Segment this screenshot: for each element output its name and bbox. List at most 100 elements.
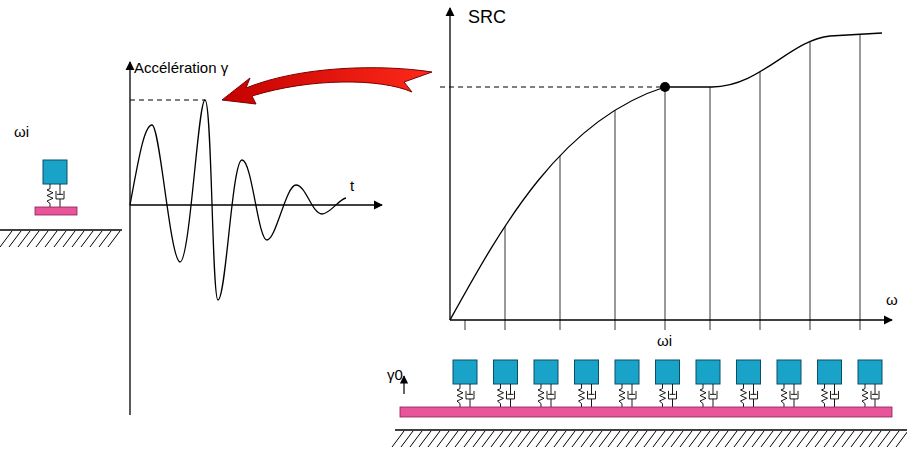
oscillator xyxy=(575,360,599,407)
mass xyxy=(494,360,518,384)
oscillator xyxy=(858,360,882,407)
red-arrow xyxy=(222,68,432,104)
damper xyxy=(871,391,879,399)
damper xyxy=(832,394,838,395)
axis-label: SRC xyxy=(468,8,506,26)
mass xyxy=(575,360,599,384)
damper xyxy=(875,399,876,407)
tick xyxy=(760,320,761,330)
damper xyxy=(791,394,797,395)
oscillator xyxy=(737,360,761,407)
spring xyxy=(457,384,463,407)
damper xyxy=(790,391,798,399)
peak-line xyxy=(130,100,205,101)
ordinate-line xyxy=(810,41,811,320)
damper xyxy=(753,384,754,394)
damper xyxy=(60,184,61,194)
damper xyxy=(551,384,552,394)
hatch xyxy=(108,231,120,247)
frequency-label: ωi xyxy=(14,124,29,139)
tick xyxy=(505,320,506,330)
damper xyxy=(669,391,677,399)
damper xyxy=(548,394,554,395)
mass xyxy=(615,360,639,384)
mass xyxy=(777,360,801,384)
ground xyxy=(0,229,122,231)
damper xyxy=(508,394,514,395)
spring xyxy=(700,384,706,407)
axis-label: t xyxy=(350,178,354,193)
damper xyxy=(589,394,595,395)
damper xyxy=(510,399,511,407)
damper xyxy=(632,384,633,394)
mass xyxy=(818,360,842,384)
damper xyxy=(875,384,876,394)
damper xyxy=(834,399,835,407)
axis-label: Accélération γ xyxy=(134,60,228,75)
tick xyxy=(465,320,466,330)
damper xyxy=(628,391,636,399)
tick xyxy=(710,320,711,330)
damper xyxy=(57,194,63,195)
oscillator xyxy=(43,160,67,207)
oscillator xyxy=(453,360,477,407)
spring xyxy=(822,384,828,407)
mass xyxy=(534,360,558,384)
axis xyxy=(450,319,892,320)
tick xyxy=(560,320,561,330)
damper xyxy=(753,399,754,407)
damper xyxy=(632,399,633,407)
oscillator xyxy=(656,360,680,407)
damper xyxy=(467,394,473,395)
ordinate-line xyxy=(560,156,561,320)
ordinate-line xyxy=(615,110,616,320)
damper xyxy=(60,199,61,207)
damper xyxy=(709,391,717,399)
spring xyxy=(741,384,747,407)
ground xyxy=(395,429,907,431)
damper xyxy=(672,399,673,407)
src-curve xyxy=(450,33,882,320)
oscillator xyxy=(696,360,720,407)
mass xyxy=(656,360,680,384)
tick xyxy=(665,320,666,330)
tick xyxy=(810,320,811,330)
damper xyxy=(713,384,714,394)
damper xyxy=(713,399,714,407)
spring xyxy=(579,384,585,407)
damper xyxy=(710,394,716,395)
spring xyxy=(781,384,787,407)
damper xyxy=(591,384,592,394)
damper xyxy=(672,384,673,394)
axis-label: ω xyxy=(886,292,898,307)
mass xyxy=(858,360,882,384)
damper xyxy=(750,391,758,399)
ordinate-line xyxy=(505,226,506,320)
oscillator xyxy=(534,360,558,407)
axis xyxy=(129,62,130,415)
value-line xyxy=(440,87,665,88)
damper xyxy=(872,394,878,395)
damper xyxy=(794,384,795,394)
axis xyxy=(449,8,450,320)
damper xyxy=(831,391,839,399)
spring xyxy=(660,384,666,407)
excitation-arrow xyxy=(403,376,404,394)
spring xyxy=(538,384,544,407)
hatch xyxy=(896,431,907,447)
damper xyxy=(591,399,592,407)
damper xyxy=(510,384,511,394)
ordinate-line xyxy=(710,87,711,320)
mass xyxy=(696,360,720,384)
damper xyxy=(56,191,64,199)
base-plate xyxy=(400,407,892,417)
point xyxy=(660,82,670,92)
signal-curve xyxy=(130,100,346,300)
mass xyxy=(453,360,477,384)
damper xyxy=(507,391,515,399)
spring xyxy=(498,384,504,407)
oscillator xyxy=(818,360,842,407)
oscillator xyxy=(777,360,801,407)
damper xyxy=(466,391,474,399)
damper xyxy=(588,391,596,399)
